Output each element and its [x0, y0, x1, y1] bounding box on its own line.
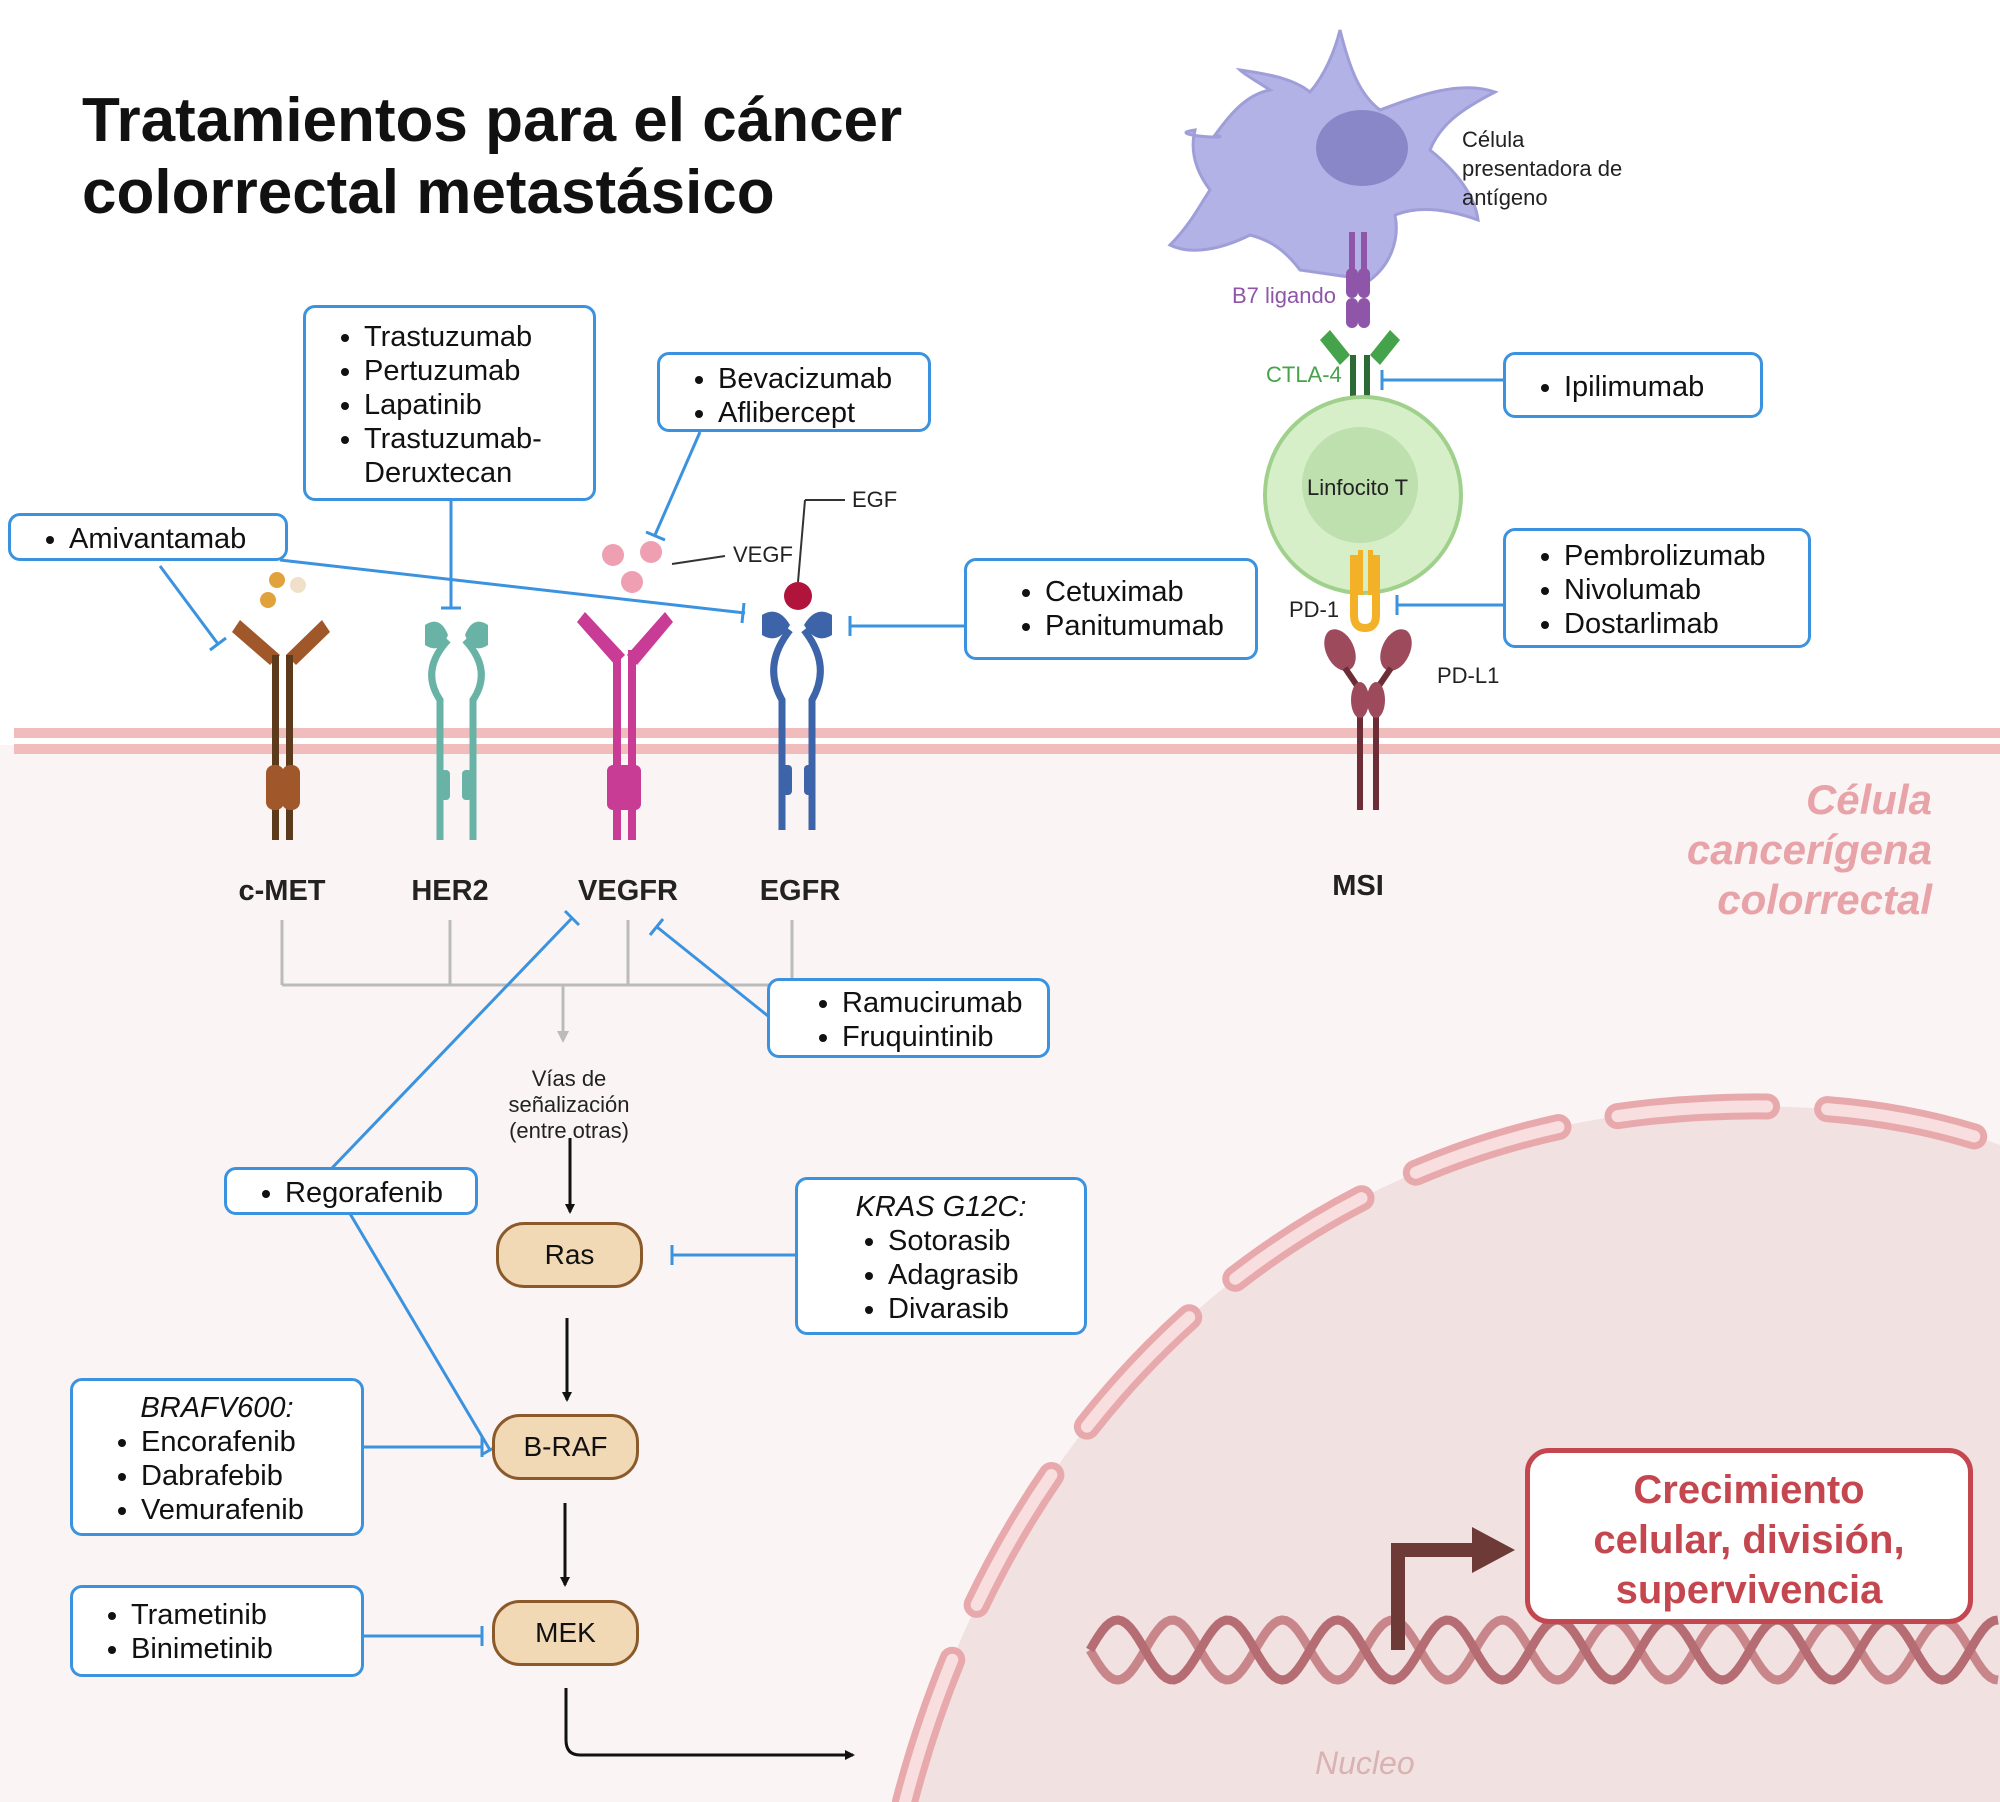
signaling-line-3: (entre otras) [509, 1118, 629, 1143]
tcell-label: Linfocito T [1307, 475, 1409, 500]
braf-drug-box: BRAFV600: Encorafenib Dabrafebib Vemuraf… [70, 1378, 364, 1536]
drug-pembrolizumab: Pembrolizumab [1564, 539, 1808, 573]
outcome-box: Crecimiento celular, división, supervive… [1525, 1448, 1973, 1624]
cell-membrane [14, 728, 2000, 754]
drug-nivolumab: Nivolumab [1564, 573, 1808, 607]
nucleus-label: Nucleo [1315, 1745, 1415, 1781]
cancer-cell-label: Célula cancerígena colorrectal [1602, 775, 1932, 925]
pdl1-label: PD-L1 [1437, 663, 1500, 688]
her2-drug-box: Trastuzumab Pertuzumab Lapatinib Trastuz… [303, 305, 596, 501]
egf-leader-line [797, 499, 806, 583]
b7-ligand [1346, 232, 1370, 328]
drug-ramucirumab: Ramucirumab [842, 986, 1047, 1020]
signaling-pathways-label: Vías de señalización (entre otras) [488, 1066, 650, 1144]
receptor-bracket [280, 920, 794, 1043]
apc-label: Célula presentadora de antígeno [1462, 127, 1623, 210]
drug-dabrafebib: Dabrafebib [141, 1459, 361, 1493]
dna-helix [1086, 1615, 1999, 1685]
drug-ipilimumab: Ipilimumab [1564, 370, 1760, 404]
drug-fruquintinib: Fruquintinib [842, 1020, 1047, 1054]
mek-drug-box: Trametinib Binimetinib [70, 1585, 364, 1677]
cancer-label-line-3: colorrectal [1717, 876, 1932, 923]
t-lymphocyte [1263, 395, 1463, 595]
inhibitor-lines [158, 370, 1503, 1646]
title-line-2: colorrectal metastásico [82, 158, 775, 227]
pathway-arrows [560, 1138, 855, 1760]
braf-header: BRAFV600: [140, 1392, 294, 1424]
ras-node: Ras [496, 1222, 643, 1288]
drug-amivantamab: Amivantamab [69, 522, 285, 556]
pd1-label: PD-1 [1289, 597, 1340, 622]
drug-binimetinib: Binimetinib [131, 1632, 361, 1666]
vegfr-receptor [577, 612, 673, 840]
drug-adagrasib: Adagrasib [888, 1258, 1084, 1292]
amivantamab-box: Amivantamab [8, 513, 288, 561]
drug-pertuzumab: Pertuzumab [364, 354, 593, 388]
page-title: Tratamientos para el cáncer colorrectal … [82, 85, 902, 229]
receptor-label-egfr: EGFR [759, 875, 841, 907]
hgf-ligand [260, 572, 306, 608]
pd1-drug-box: Pembrolizumab Nivolumab Dostarlimab [1503, 528, 1811, 648]
cancer-label-line-1: Célula [1805, 776, 1932, 823]
transcription-arrowhead [1472, 1527, 1515, 1573]
egfr-receptor [762, 611, 832, 830]
b7-label: B7 ligando [1232, 283, 1336, 308]
outcome-line-1: Crecimiento [1633, 1468, 1865, 1512]
drug-panitumumab: Panitumumab [1045, 609, 1255, 643]
ctla4-receptor [1320, 330, 1400, 425]
antigen-presenting-cell [1167, 29, 1499, 282]
drug-cetuximab: Cetuximab [1045, 575, 1255, 609]
outcome-line-3: supervivencia [1615, 1568, 1883, 1612]
drug-encorafenib: Encorafenib [141, 1425, 361, 1459]
drug-aflibercept: Aflibercept [718, 396, 928, 430]
signaling-line-1: Vías de [531, 1066, 607, 1091]
egfr-drug-box: Cetuximab Panitumumab [964, 558, 1258, 660]
signaling-line-2: señalización [508, 1092, 630, 1117]
transcription-arrow [1391, 1543, 1478, 1650]
cancer-label-line-2: cancerígena [1686, 826, 1932, 873]
drug-lapatinib: Lapatinib [364, 388, 593, 422]
vegfr-drug-box: Ramucirumab Fruquintinib [767, 978, 1050, 1058]
drug-sotorasib: Sotorasib [888, 1224, 1084, 1258]
drug-trastuzumab: Trastuzumab [364, 320, 593, 354]
receptor-label-msi: MSI [1332, 870, 1384, 902]
receptor-label-vegfr: VEGFR [578, 875, 678, 907]
egf-label: EGF [852, 487, 898, 512]
regorafenib-box: Regorafenib [224, 1167, 478, 1215]
drug-trastuzumab-deruxtecan: Trastuzumab-Deruxtecan [364, 422, 564, 490]
pdl1-ligand [1324, 629, 1412, 810]
her2-receptor [425, 621, 488, 840]
kras-drug-box: KRAS G12C: Sotorasib Adagrasib Divarasib [795, 1177, 1087, 1335]
title-line-1: Tratamientos para el cáncer [82, 86, 903, 155]
drug-dostarlimab: Dostarlimab [1564, 607, 1808, 641]
drug-vemurafenib: Vemurafenib [141, 1493, 361, 1527]
drug-divarasib: Divarasib [888, 1292, 1084, 1326]
kras-header: KRAS G12C: [855, 1191, 1027, 1223]
drug-bevacizumab: Bevacizumab [718, 362, 928, 396]
vegf-label: VEGF [733, 542, 793, 567]
vegf-leader-line [671, 555, 726, 565]
receptor-label-cmet: c-MET [238, 875, 326, 907]
receptor-label-her2: HER2 [411, 875, 489, 907]
ctla4-drug-box: Ipilimumab [1503, 352, 1763, 418]
pd1-receptor [1350, 550, 1380, 633]
drug-regorafenib: Regorafenib [285, 1176, 475, 1210]
vegf-drug-box: Bevacizumab Aflibercept [657, 352, 931, 432]
nucleus [892, 1093, 2000, 1802]
cmet-receptor [232, 620, 330, 840]
vegf-ligand [602, 541, 662, 593]
ctla4-label: CTLA-4 [1266, 362, 1342, 387]
braf-node: B-RAF [492, 1414, 639, 1480]
outcome-line-2: celular, división, [1593, 1518, 1905, 1562]
egf-ligand [784, 582, 812, 610]
drug-trametinib: Trametinib [131, 1598, 361, 1632]
mek-node: MEK [492, 1600, 639, 1666]
